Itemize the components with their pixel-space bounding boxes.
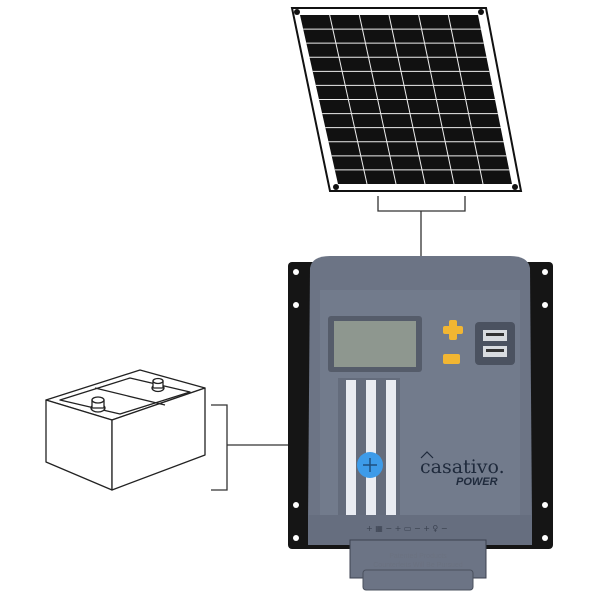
stripe (366, 380, 376, 515)
usb-port[interactable] (475, 322, 515, 365)
mount-hole (512, 184, 518, 190)
blue-plus-button[interactable] (357, 452, 383, 478)
svg-text:POWER: POWER (456, 476, 498, 488)
stripe (346, 380, 356, 515)
svg-text:Counterfeits Will Be Pursued: Counterfeits Will Be Pursued (373, 562, 463, 569)
battery (45, 369, 206, 491)
plus-button[interactable] (443, 320, 463, 340)
panel-connector-line (377, 196, 466, 257)
mount-hole (294, 9, 300, 15)
terminal-labels: + ▦ − + ▭ − + ♀ − (366, 524, 448, 533)
mount-hole (478, 9, 484, 15)
brand-logo: casativo. POWER (420, 451, 505, 488)
stripe (386, 380, 396, 515)
lcd-screen (334, 321, 416, 367)
charge-controller: casativo. POWER + ▦ − + ▭ − + ♀ − Patent… (288, 256, 553, 591)
mount-hole (333, 184, 339, 190)
solar-panel (290, 7, 523, 192)
battery-connector-line (211, 404, 290, 491)
minus-button[interactable] (443, 354, 460, 364)
svg-text:Patented Products: Patented Products (389, 553, 447, 560)
svg-text:casativo.: casativo. (420, 456, 505, 478)
